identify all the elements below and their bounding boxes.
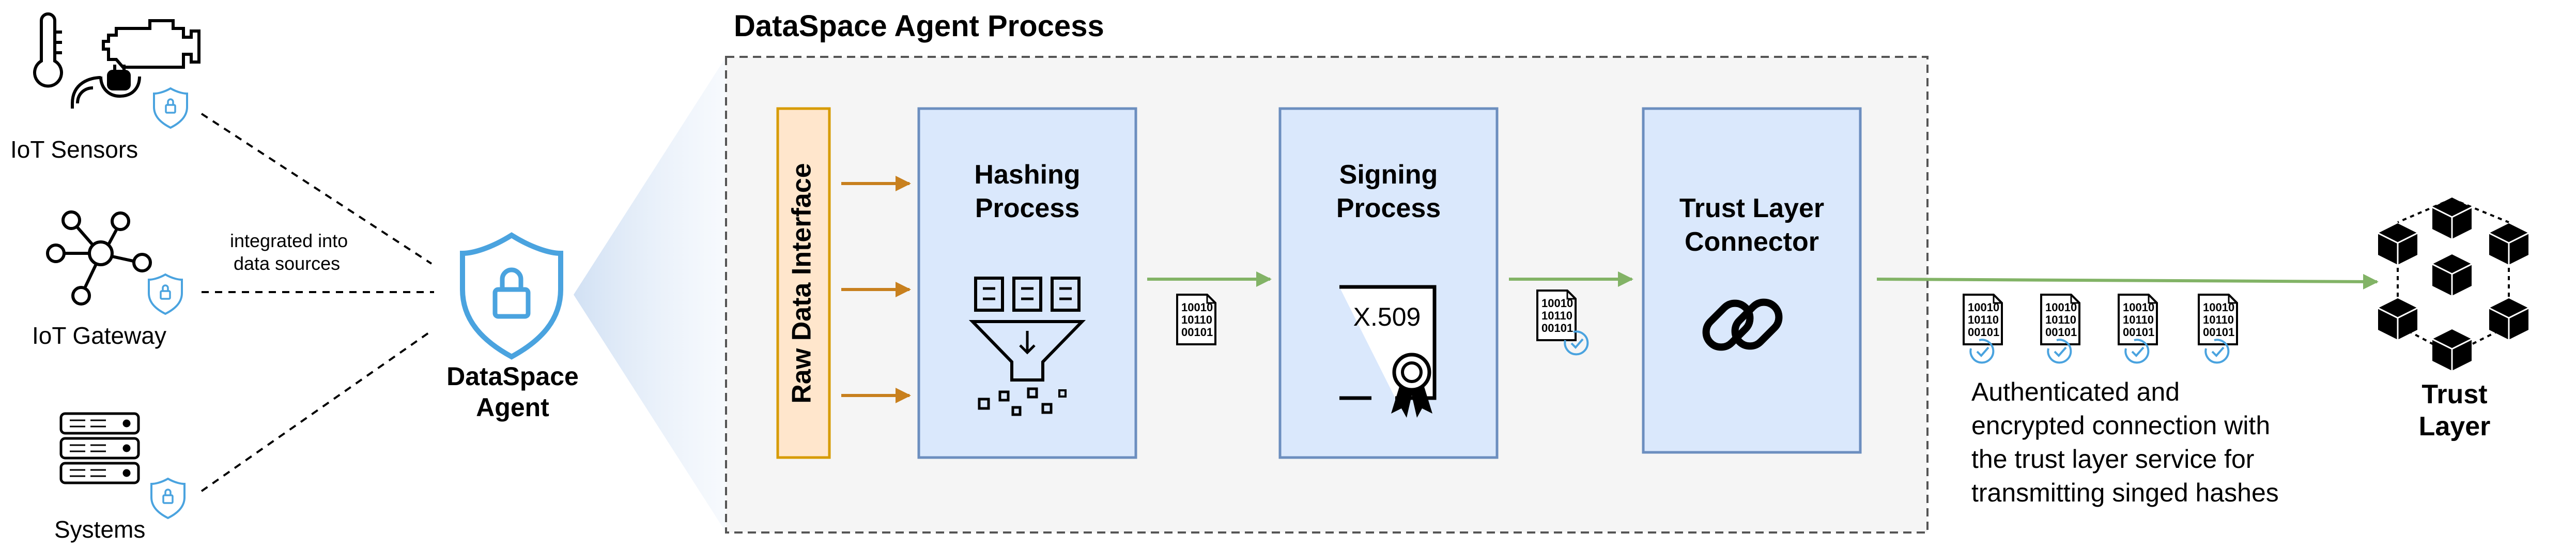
hashing-label-line2: Process <box>975 193 1079 223</box>
transmitted-hashes: 10010 10110 00101 10010 10110 00101 1001… <box>1963 294 2238 364</box>
trust-layer: Trust Layer <box>2377 196 2529 442</box>
connection-note-line3: the trust layer service for <box>1971 445 2254 474</box>
svg-text:10110: 10110 <box>1181 313 1212 326</box>
connection-note-line4: transmitting singed hashes <box>1971 478 2279 507</box>
iot-gateway-label: IoT Gateway <box>32 322 166 349</box>
trust-layer-connector-box: Trust Layer Connector <box>1642 107 1862 454</box>
svg-text:10010: 10010 <box>2123 301 2154 314</box>
svg-text:10110: 10110 <box>2123 313 2154 326</box>
svg-text:10110: 10110 <box>2045 313 2076 326</box>
connection-note-line1: Authenticated and <box>1971 377 2180 406</box>
connector-to-trust-layer-arrow <box>1876 273 2379 290</box>
iot-sensors-label: IoT Sensors <box>10 136 138 163</box>
thermometer-icon <box>33 12 63 88</box>
svg-text:00101: 00101 <box>2123 326 2154 339</box>
hashing-process-box: Hashing Process <box>917 107 1137 459</box>
dataspace-agent: DataSpace Agent <box>446 232 579 422</box>
engine-icon <box>102 19 200 69</box>
iot-sensors-group: IoT Sensors <box>10 12 200 163</box>
connection-note: Authenticated and encrypted connection w… <box>1971 377 2279 507</box>
hash-funnel-icon <box>968 277 1086 416</box>
raw-input-arrows <box>841 176 911 403</box>
raw-data-interface-label: Raw Data Interface <box>787 163 817 403</box>
trust-layer-label-line1: Trust <box>2421 379 2487 409</box>
blockchain-icon <box>2377 196 2529 372</box>
iot-gateway-group: IoT Gateway <box>32 210 183 349</box>
signed-hash-document-icon: 10010 10110 00101 <box>1536 290 1589 356</box>
svg-text:10010: 10010 <box>2203 301 2234 314</box>
signing-process-box: Signing Process X.509 <box>1278 107 1499 459</box>
integration-note-line1: integrated into <box>230 230 348 251</box>
connection-note-line2: encrypted connection with <box>1971 411 2270 440</box>
svg-text:10010: 10010 <box>1541 297 1573 310</box>
hash-document-icon: 10010 10110 00101 <box>1176 294 1216 345</box>
raw-data-interface: Raw Data Interface <box>776 107 831 459</box>
signed-hash-icon: 10010 10110 00101 <box>2198 294 2238 364</box>
svg-text:10110: 10110 <box>2203 313 2234 326</box>
svg-text:00101: 00101 <box>2203 326 2234 339</box>
agent-label-line1: DataSpace <box>446 362 579 391</box>
svg-text:10110: 10110 <box>1968 313 1999 326</box>
svg-text:10010: 10010 <box>1181 301 1213 314</box>
integration-note-line2: data sources <box>234 253 340 274</box>
certificate-label: X.509 <box>1353 302 1421 331</box>
certificate-icon: X.509 <box>1339 285 1437 418</box>
systems-label: Systems <box>54 516 145 543</box>
connector-label-line1: Trust Layer <box>1679 193 1824 223</box>
svg-text:10010: 10010 <box>1968 301 1999 314</box>
svg-text:00101: 00101 <box>1181 326 1213 339</box>
hashing-label-line1: Hashing <box>974 160 1080 190</box>
shield-icon <box>148 273 183 315</box>
source-connections <box>200 113 434 492</box>
zoom-fan <box>574 57 726 532</box>
signed-hash-icon: 10010 10110 00101 <box>1963 294 2003 364</box>
signed-hash-icon: 10010 10110 00101 <box>2040 294 2080 364</box>
svg-text:00101: 00101 <box>1541 322 1573 334</box>
connector-label-line2: Connector <box>1685 227 1819 257</box>
signing-label-line2: Process <box>1336 193 1441 223</box>
systems-group: Systems <box>54 412 186 543</box>
svg-text:00101: 00101 <box>2045 326 2077 339</box>
svg-text:10110: 10110 <box>1541 309 1572 322</box>
server-stack-icon <box>59 412 140 484</box>
svg-text:00101: 00101 <box>1968 326 1999 339</box>
plant-plug-icon <box>71 65 141 109</box>
agent-shield-icon <box>460 232 563 360</box>
signed-hash-icon: 10010 10110 00101 <box>2118 294 2158 364</box>
process-title: DataSpace Agent Process <box>734 9 1104 43</box>
link-chain-icon <box>1702 298 1783 351</box>
network-hub-icon <box>46 210 152 306</box>
signing-label-line1: Signing <box>1339 160 1438 190</box>
shield-icon <box>150 478 186 519</box>
trust-layer-label-line2: Layer <box>2419 412 2491 442</box>
svg-text:10010: 10010 <box>2045 301 2077 314</box>
agent-label-line2: Agent <box>476 393 549 422</box>
shield-icon <box>153 87 188 129</box>
